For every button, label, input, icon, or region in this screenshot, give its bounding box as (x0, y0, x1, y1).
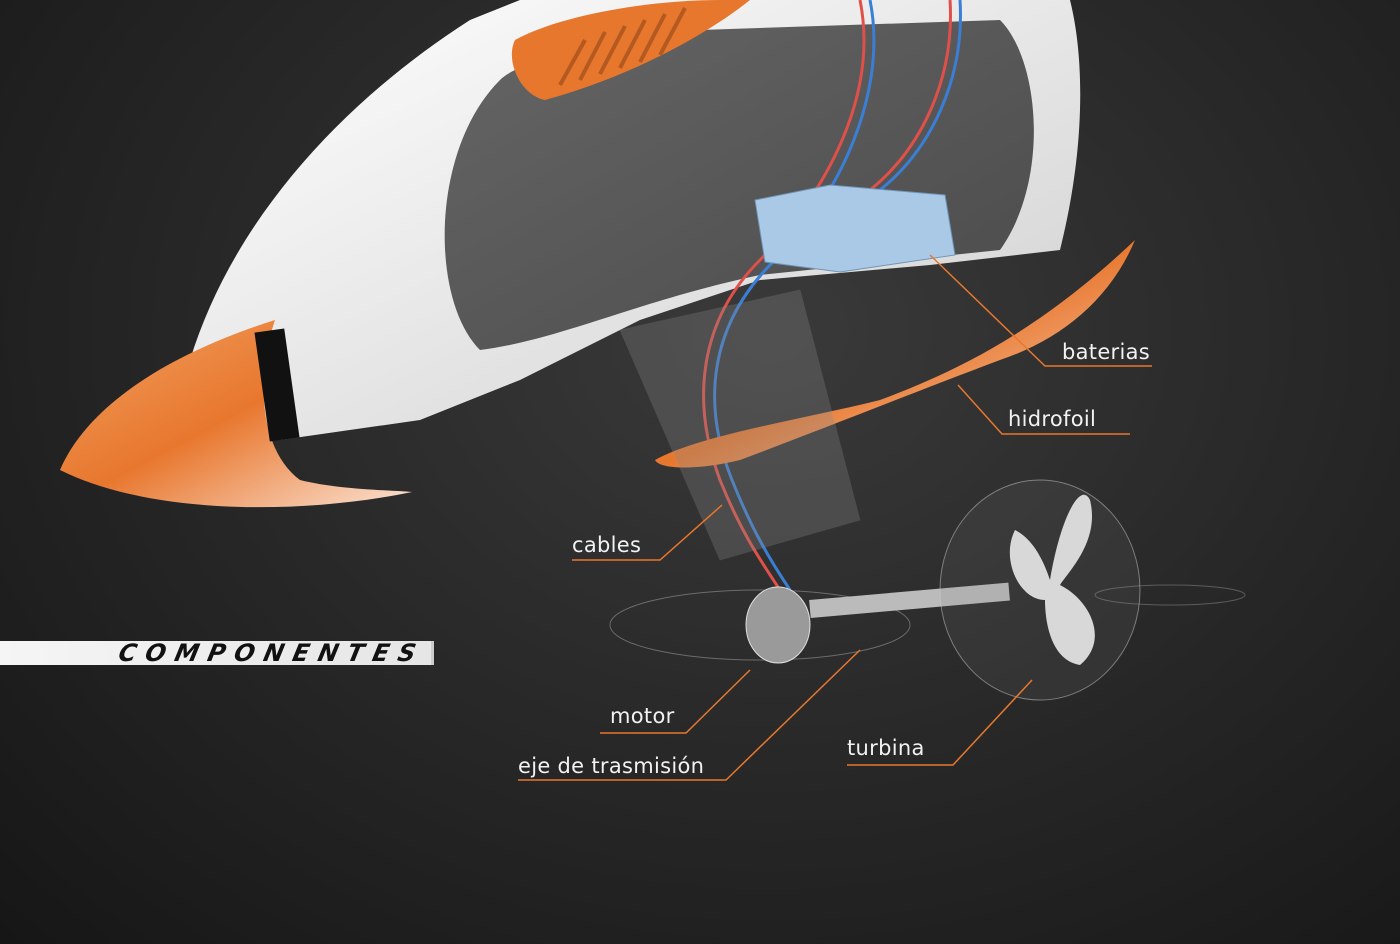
motor (745, 586, 811, 664)
turbine-propeller (1009, 494, 1095, 665)
battery-pack (754, 184, 956, 273)
page-title: COMPONENTES (116, 639, 428, 667)
hydrofoil-wing (655, 240, 1135, 468)
leader-lines (518, 254, 1152, 781)
label-motor: motor (610, 704, 675, 728)
label-eje-de-trasmision: eje de trasmisión (518, 754, 705, 778)
label-turbina: turbina (847, 736, 925, 760)
label-baterias: baterias (1062, 340, 1151, 364)
front-fin (60, 320, 412, 508)
label-cables: cables (572, 533, 642, 557)
label-hidrofoil: hidrofoil (1008, 407, 1097, 431)
transmission-shaft (809, 582, 1010, 618)
motor-pod-outline (609, 589, 911, 661)
hull-dark-panel (444, 20, 1034, 350)
strut-glass (619, 289, 861, 561)
title-banner: COMPONENTES (0, 639, 434, 667)
